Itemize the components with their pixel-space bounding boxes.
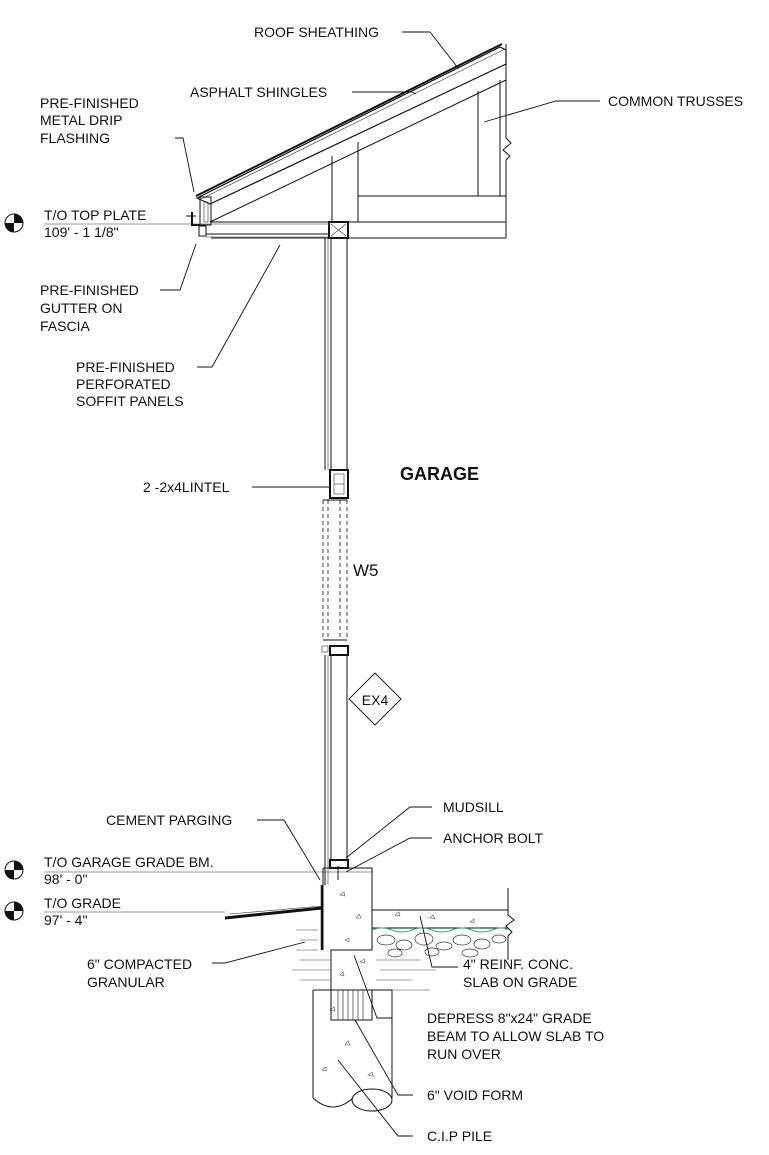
label-slab-2: SLAB ON GRADE bbox=[463, 974, 577, 990]
label-mudsill: MUDSILL bbox=[443, 799, 504, 815]
label-cement-parging: CEMENT PARGING bbox=[106, 812, 232, 828]
foundation-assembly bbox=[224, 867, 515, 1112]
elevation-value-grade: 97' - 4" bbox=[44, 912, 87, 928]
wall-type-tag bbox=[348, 672, 402, 726]
label-drip-flashing-2: METAL DRIP bbox=[40, 112, 122, 128]
label-depress-3: RUN OVER bbox=[427, 1046, 501, 1062]
window-tag: W5 bbox=[353, 561, 379, 580]
room-label: GARAGE bbox=[400, 464, 479, 484]
elevation-name-grade: T/O GRADE bbox=[44, 895, 121, 911]
leader-lines bbox=[160, 31, 600, 1137]
label-drip-flashing-1: PRE-FINISHED bbox=[40, 95, 139, 111]
label-soffit-2: PERFORATED bbox=[76, 376, 171, 392]
label-void-form: 6" VOID FORM bbox=[427, 1087, 523, 1103]
label-soffit-1: PRE-FINISHED bbox=[76, 359, 175, 375]
label-gutter-3: FASCIA bbox=[40, 318, 90, 334]
label-gutter-1: PRE-FINISHED bbox=[40, 282, 139, 298]
elevation-value-top-plate: 109' - 1 1/8" bbox=[44, 224, 119, 240]
label-compacted-granular-2: GRANULAR bbox=[87, 974, 165, 990]
label-gutter-2: GUTTER ON bbox=[40, 300, 122, 316]
label-compacted-granular-1: 6" COMPACTED bbox=[87, 956, 192, 972]
label-slab-1: 4" REINF. CONC. bbox=[463, 956, 573, 972]
label-depress-2: BEAM TO ALLOW SLAB TO bbox=[427, 1028, 604, 1044]
label-roof-sheathing: ROOF SHEATHING bbox=[254, 24, 379, 40]
elevation-marker-grade-beam bbox=[4, 860, 372, 880]
elevation-value-grade-beam: 98' - 0" bbox=[44, 871, 87, 887]
label-common-trusses: COMMON TRUSSES bbox=[608, 93, 743, 109]
label-drip-flashing-3: FLASHING bbox=[40, 130, 110, 146]
label-soffit-3: SOFFIT PANELS bbox=[76, 393, 184, 409]
roof-assembly bbox=[186, 43, 512, 239]
wall-assembly bbox=[321, 221, 349, 885]
label-pile: C.I.P PILE bbox=[427, 1128, 492, 1144]
elevation-marker-grade bbox=[4, 901, 225, 921]
wall-tag-label: EX4 bbox=[362, 692, 389, 708]
label-depress-1: DEPRESS 8"x24" GRADE bbox=[427, 1010, 592, 1026]
label-asphalt-shingles: ASPHALT SHINGLES bbox=[190, 84, 327, 100]
label-lintel: 2 -2x4LINTEL bbox=[143, 479, 230, 495]
elevation-name-top-plate: T/O TOP PLATE bbox=[44, 207, 146, 223]
elevation-marker-top-plate bbox=[4, 213, 330, 233]
label-anchor-bolt: ANCHOR BOLT bbox=[443, 830, 544, 846]
elevation-name-grade-beam: T/O GARAGE GRADE BM. bbox=[44, 854, 214, 870]
